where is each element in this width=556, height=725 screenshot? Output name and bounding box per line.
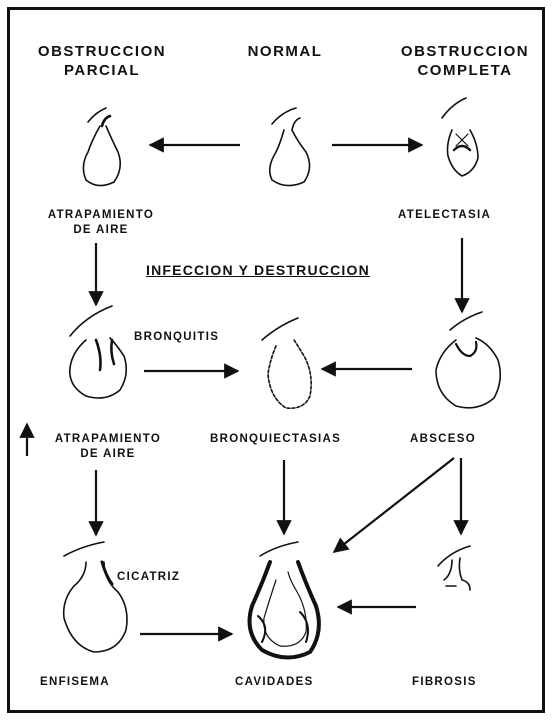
alveolus-fibrosis xyxy=(438,546,470,590)
alveolus-emphysema xyxy=(64,542,127,652)
alveolus-bronchitis xyxy=(70,306,126,398)
alveolus-normal xyxy=(270,108,310,186)
alveolus-bronchiectasis xyxy=(262,318,311,408)
alveolus-partial-obstruction xyxy=(83,108,120,186)
alveolus-complete-obstruction xyxy=(442,98,478,176)
alveolus-cavities xyxy=(250,542,319,658)
alveolus-abscess xyxy=(436,312,500,408)
arrow-abscess-to-cavities xyxy=(334,458,454,552)
